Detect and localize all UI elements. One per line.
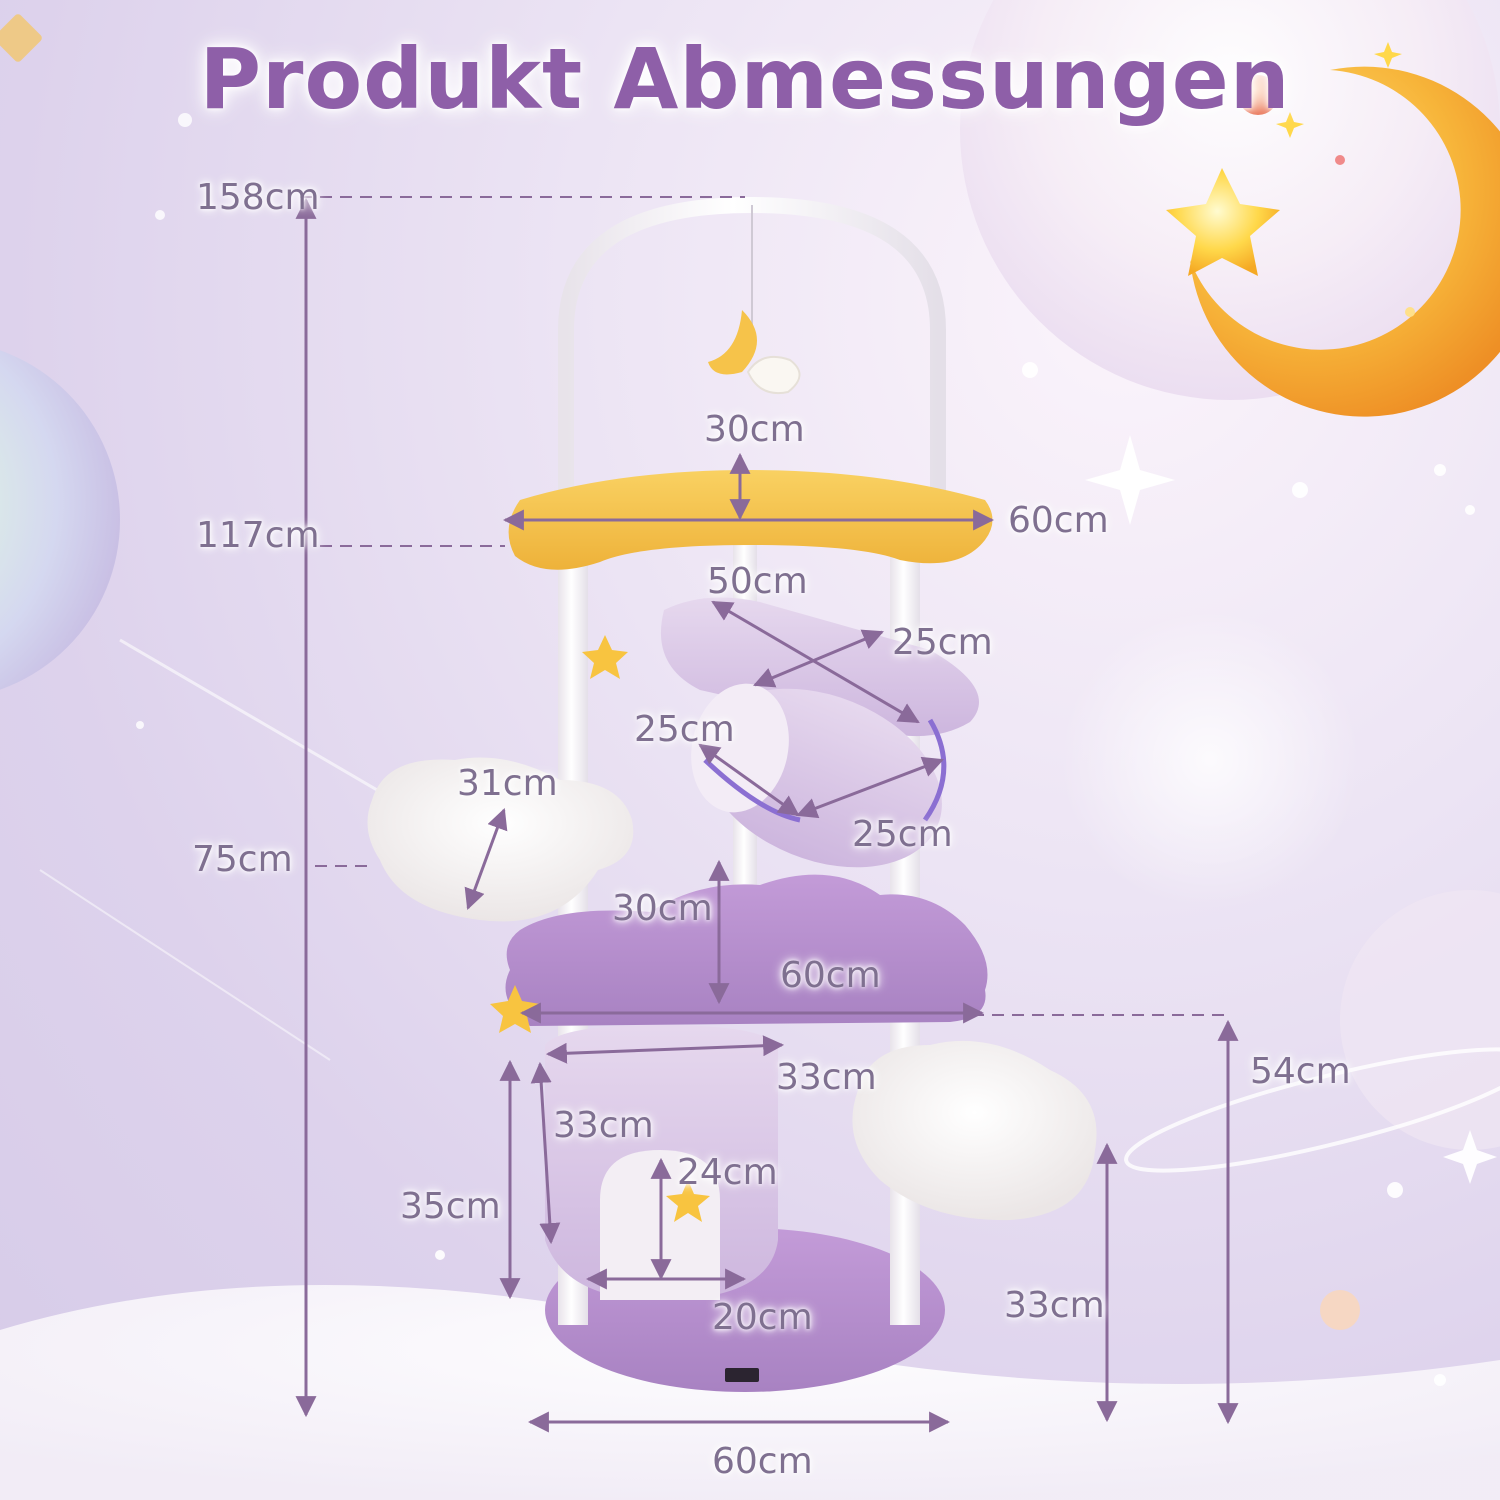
condo-height-label: 35cm [400,1186,501,1227]
top-depth-label: 30cm [704,409,805,450]
page-title: Produkt Abmessungen [199,30,1291,128]
middle-platform-cloud [505,874,988,1026]
brand-tag [725,1368,759,1382]
star-toy-upper [582,635,628,679]
middle-width-label: 60cm [780,955,881,996]
crescent-moon-decoration [1166,42,1500,417]
star-toy-lower [666,1180,710,1222]
middle-depth-label: 30cm [612,888,713,929]
perch-length-label: 50cm [707,561,808,602]
hammock-diameter-label: 31cm [457,763,558,804]
total-height-label: 158cm [196,177,320,218]
tunnel-diameter-label: 25cm [634,709,735,750]
entrance-height-label: 24cm [677,1152,778,1193]
hanging-moon-toy [708,310,757,375]
base-width-label: 60cm [712,1441,813,1482]
middle-height-label: 54cm [1250,1051,1351,1092]
top-platform-height-label: 117cm [196,515,320,556]
right-hammock-cloud [852,1040,1097,1221]
condo-width-label: 33cm [776,1057,877,1098]
entrance-width-label: 20cm [712,1297,813,1338]
perch-width-label: 25cm [892,622,993,663]
dimension-lines [295,196,1239,1433]
condo-depth-label: 33cm [553,1105,654,1146]
top-width-label: 60cm [1008,500,1109,541]
base-hammock-height-label: 33cm [1004,1285,1105,1326]
tunnel-length-label: 25cm [852,814,953,855]
hammock-height-label: 75cm [192,839,293,880]
